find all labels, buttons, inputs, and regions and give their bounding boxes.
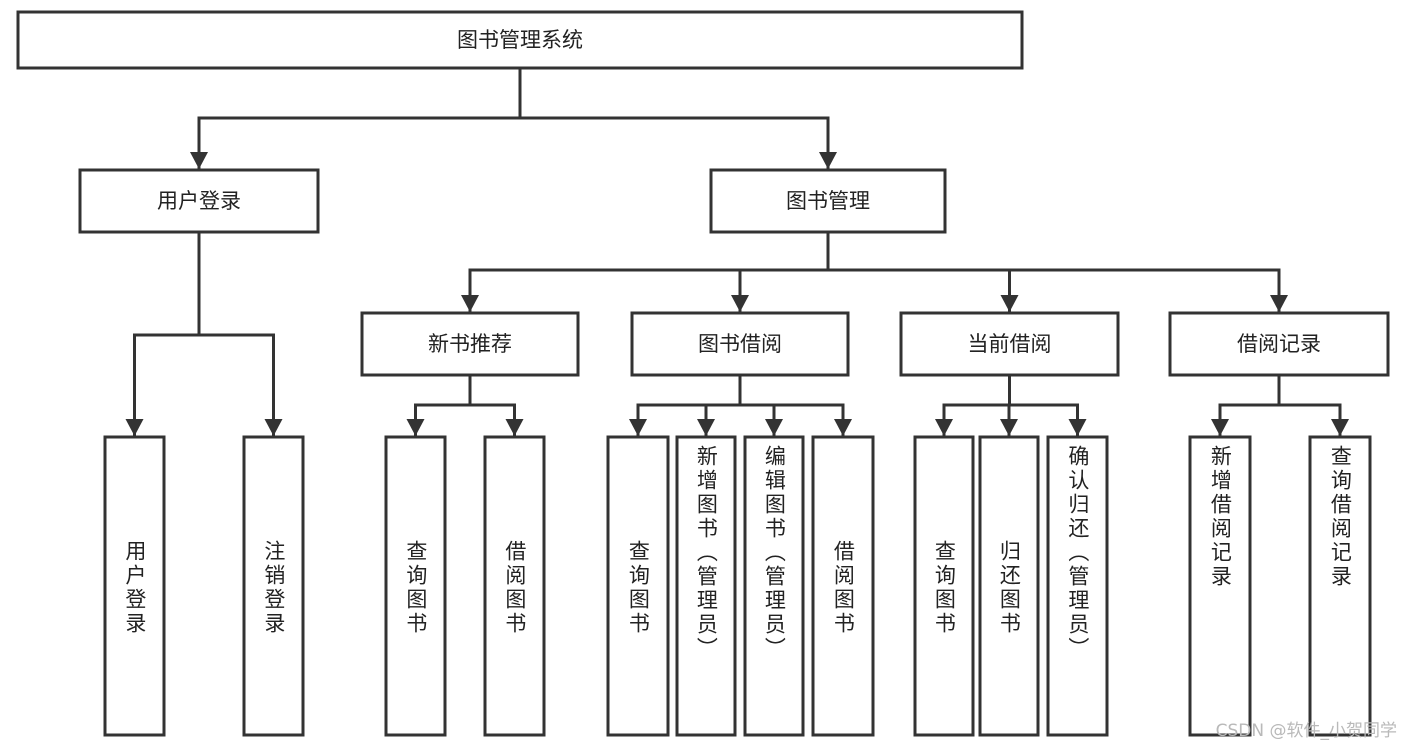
leaf-node-box[interactable] (1046, 435, 1109, 737)
arrow-head-icon (731, 295, 749, 312)
leaf-node-box[interactable] (811, 435, 875, 737)
level3-node-box[interactable] (899, 311, 1120, 377)
level2-node-label: 图书管理 (786, 189, 870, 213)
arrow-head-icon (819, 152, 837, 169)
arrow-head-icon (1068, 419, 1087, 436)
arrow-head-icon (1331, 419, 1349, 436)
leaf-node-box[interactable] (606, 435, 670, 737)
arrow-head-icon (765, 419, 783, 436)
arrow-head-icon (834, 419, 852, 436)
leaf-node-box[interactable] (913, 435, 975, 737)
connector-layer (125, 66, 1349, 438)
node-box-layer (16, 10, 1390, 737)
leaf-node-box[interactable] (483, 435, 546, 737)
arrow-head-icon (697, 419, 715, 436)
level3-node-label: 图书借阅 (698, 332, 782, 356)
level3-node-label: 新书推荐 (428, 332, 512, 356)
level2-node-box[interactable] (78, 168, 320, 234)
arrow-head-icon (935, 419, 953, 436)
arrow-head-icon (461, 295, 479, 312)
leaf-node-box[interactable] (675, 435, 737, 737)
arrow-head-icon (125, 419, 144, 436)
root-node-label: 图书管理系统 (457, 28, 583, 52)
level3-node-box[interactable] (360, 311, 580, 377)
level3-node-box[interactable] (1168, 311, 1390, 377)
arrow-head-icon (1270, 295, 1288, 312)
arrow-head-icon (406, 419, 425, 436)
arrow-head-icon (190, 152, 208, 169)
leaf-node-box[interactable] (743, 435, 805, 737)
level2-node-box[interactable] (709, 168, 947, 234)
arrow-head-icon (1000, 295, 1019, 312)
arrow-head-icon (629, 419, 647, 436)
root-node-box[interactable] (16, 10, 1024, 70)
arrow-head-icon (1000, 419, 1018, 436)
leaf-node-box[interactable] (242, 435, 305, 737)
level2-node-label: 用户登录 (157, 189, 241, 213)
arrow-head-icon (1211, 419, 1229, 436)
leaf-node-box[interactable] (1188, 435, 1252, 737)
arrow-head-icon (264, 419, 283, 436)
level3-node-box[interactable] (630, 311, 850, 377)
leaf-node-box[interactable] (1308, 435, 1372, 737)
level3-node-label: 当前借阅 (968, 332, 1052, 356)
arrow-head-icon (505, 419, 524, 436)
leaf-node-box[interactable] (103, 435, 166, 737)
leaf-node-box[interactable] (978, 435, 1040, 737)
level3-node-label: 借阅记录 (1237, 332, 1321, 356)
leaf-node-box[interactable] (384, 435, 447, 737)
